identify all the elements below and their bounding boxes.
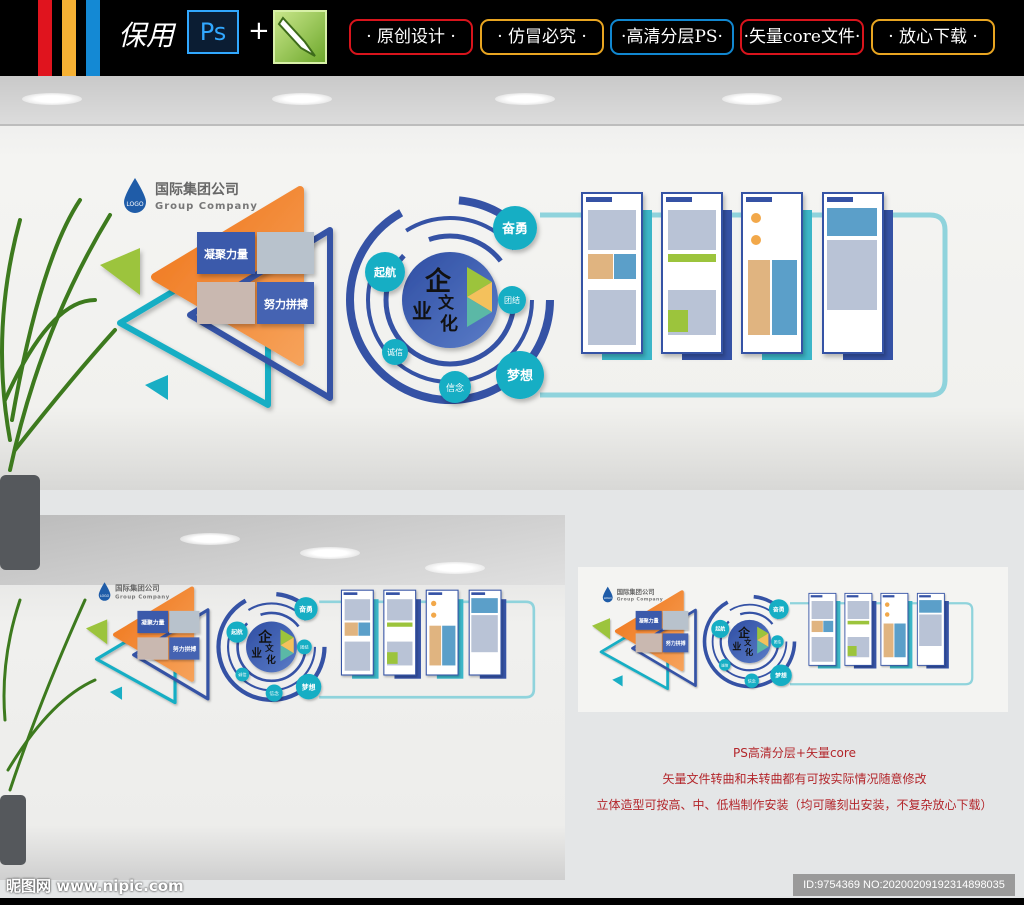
- header-banner: 保用 Ps + · 原创设计 · · 仿冒必究 · ·高清分层PS· ·矢量co…: [0, 0, 1024, 76]
- center-title-char: 化: [440, 313, 458, 335]
- value-bubbles: [365, 206, 544, 403]
- tag-hd-layers: ·高清分层PS·: [610, 19, 734, 55]
- plus-sign: +: [248, 16, 270, 46]
- note-line-2: 矢量文件转曲和未转曲都有可按实际情况随意修改: [662, 772, 927, 786]
- ceiling-light: [180, 533, 240, 545]
- tag-vector-core: ·矢量core文件·: [740, 19, 864, 55]
- bubble-setsail: 起航: [373, 265, 396, 279]
- gear-icon-segment: [467, 297, 492, 327]
- bottom-border: [0, 898, 1024, 905]
- center-title-char: 业: [412, 299, 432, 323]
- ceiling-light: [272, 93, 332, 105]
- coreldraw-icon: [273, 10, 327, 64]
- ceiling-light: [425, 562, 485, 574]
- logo-drop-icon: [124, 178, 146, 213]
- center-title-char: 企: [425, 266, 452, 297]
- bubble-dream: 梦想: [507, 368, 533, 384]
- info-panels: [581, 192, 893, 360]
- blue-stripe: [86, 0, 100, 76]
- tile-strive: [257, 282, 314, 324]
- company-name-cn: 国际集团公司: [155, 181, 239, 198]
- tag-download: · 放心下载 ·: [871, 19, 995, 55]
- watermark: 昵图网 www.nipic.com: [6, 877, 184, 895]
- bubble-courage: 奋勇: [501, 221, 528, 237]
- yellow-stripe: [62, 0, 76, 76]
- photo-placeholder: [257, 232, 314, 274]
- chart-icon-segment: [467, 267, 492, 297]
- culture-wall-thumbnail: [592, 587, 972, 689]
- culture-wall-main: LOGO 国际集团公司 Group Company 凝聚力量 努力拼搏 企 业 …: [100, 178, 948, 408]
- ceiling-light: [495, 93, 555, 105]
- ceiling-light: [22, 93, 82, 105]
- company-name-en: Group Company: [155, 201, 258, 212]
- signature-logo: 保用: [118, 19, 175, 52]
- user-icon-segment: [467, 282, 492, 312]
- ceiling: [0, 515, 565, 585]
- tile-strive-label: 努力拼搏: [264, 297, 308, 311]
- photo-placeholder: [197, 282, 255, 324]
- potted-plant-icon: [0, 198, 117, 865]
- tag-original: · 原创设计 ·: [349, 19, 473, 55]
- bubble-unity: 团结: [504, 295, 520, 305]
- small-teal-triangle: [145, 375, 168, 400]
- note-line-3: 立体造型可按高、中、低档制作安装（均可雕刻出安装，不复杂放心下载）: [596, 798, 993, 812]
- tile-unite-label: 凝聚力量: [204, 247, 248, 261]
- note-line-1: PS高清分层+矢量core: [733, 746, 856, 760]
- lime-triangle: [100, 248, 140, 295]
- bubble-integrity: 诚信: [387, 347, 403, 357]
- logo-text: LOGO: [126, 201, 144, 208]
- ceiling-light: [722, 93, 782, 105]
- red-stripe: [38, 0, 52, 76]
- bubble-belief: 信念: [446, 382, 464, 394]
- center-title-char: 文: [438, 293, 455, 312]
- tile-unite: [197, 232, 255, 274]
- culture-wall-perspective: [86, 582, 534, 702]
- teal-frame-line: [540, 212, 948, 398]
- tag-anti-copy: · 仿冒必究 ·: [480, 19, 604, 55]
- ceiling-light: [300, 547, 360, 559]
- photoshop-icon: Ps: [187, 10, 239, 54]
- image-id-badge: ID:9754369 NO:20200209192314898035: [793, 874, 1015, 896]
